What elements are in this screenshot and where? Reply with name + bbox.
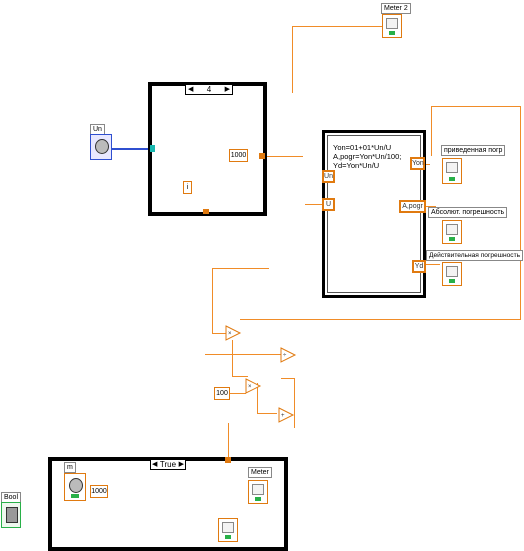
wire <box>212 268 213 333</box>
formula-output-yd: Yd <box>412 260 426 273</box>
meter-icon <box>446 266 458 277</box>
reduced-error-label: приведенная погр <box>441 145 506 156</box>
case-selector-bottom[interactable]: ◀ True ▶ <box>150 459 186 470</box>
tunnel <box>259 153 265 159</box>
constant-100[interactable]: 100 <box>214 387 230 400</box>
meter-label: Meter <box>248 467 272 478</box>
toggle-icon <box>6 507 18 523</box>
case-selector-value: True <box>159 460 177 469</box>
wire <box>232 376 248 377</box>
wire <box>230 393 246 394</box>
svg-text:×: × <box>248 384 252 390</box>
reduced-error-indicator[interactable] <box>442 158 462 184</box>
m-control[interactable] <box>64 473 86 501</box>
un-control[interactable] <box>90 134 112 160</box>
meter-icon <box>446 224 458 235</box>
wire <box>212 333 226 334</box>
meter-icon <box>252 484 264 495</box>
output-indicator[interactable] <box>218 518 238 542</box>
wire <box>431 106 432 156</box>
increment-arrow-icon[interactable]: ▶ <box>224 86 230 93</box>
divide-node <box>280 347 297 363</box>
meter2-indicator[interactable] <box>382 14 402 38</box>
add-node <box>278 407 295 423</box>
tunnel <box>203 209 209 214</box>
led-icon <box>71 494 79 498</box>
wire <box>232 340 233 376</box>
tunnel <box>225 457 231 463</box>
actual-error-indicator[interactable] <box>442 262 462 286</box>
led-icon <box>449 279 455 283</box>
absolute-error-indicator[interactable] <box>442 220 462 244</box>
decrement-arrow-icon[interactable]: ◀ <box>188 86 194 93</box>
wire <box>205 354 281 355</box>
constant-1000-bottom[interactable]: 1000 <box>90 485 108 498</box>
meter-icon <box>446 162 458 173</box>
wire <box>281 378 295 379</box>
formula-text: Yon=01+01*Un/U A,pogr=Yon*Un/100; Yd=Yon… <box>333 143 402 170</box>
meter-icon <box>386 18 398 29</box>
meter-indicator[interactable] <box>248 480 268 504</box>
bool-control[interactable] <box>1 502 21 528</box>
wire <box>431 106 521 107</box>
wire <box>263 156 303 157</box>
tunnel-blue <box>150 145 155 152</box>
formula-output-apogr: A,pogr <box>399 200 426 213</box>
multiply-node <box>245 378 262 394</box>
formula-input-un: Un <box>322 170 335 183</box>
formula-node-inner <box>327 135 421 293</box>
knob-icon <box>95 139 109 154</box>
wire-blue <box>110 148 152 150</box>
wire <box>292 26 293 93</box>
wire <box>305 204 323 205</box>
led-icon <box>255 497 261 501</box>
led-icon <box>449 237 455 241</box>
wire <box>212 268 269 269</box>
wire <box>292 26 382 27</box>
svg-text:÷: ÷ <box>283 353 287 359</box>
case-selector-top[interactable]: ◀ 4 ▶ <box>185 84 233 95</box>
wire <box>240 319 521 320</box>
meter2-label: Meter 2 <box>381 3 411 14</box>
led-icon <box>449 177 455 181</box>
wire <box>257 383 258 413</box>
absolute-error-label: Абсолют. погрешность <box>428 207 508 218</box>
wire <box>257 413 277 414</box>
knob-icon <box>69 478 83 493</box>
wire <box>294 378 295 428</box>
led-icon <box>225 535 231 539</box>
wire <box>520 106 521 320</box>
m-label: m <box>64 462 76 473</box>
wire <box>228 423 229 458</box>
case-selector-value: 4 <box>206 85 212 94</box>
meter-icon <box>222 522 234 533</box>
iteration-terminal: i <box>183 181 192 194</box>
decrement-arrow-icon[interactable]: ◀ <box>152 461 158 468</box>
actual-error-label: Действительная погрешность <box>426 250 524 261</box>
svg-text:+: + <box>281 413 285 419</box>
svg-text:×: × <box>228 331 232 337</box>
formula-output-yon: Yon <box>410 157 425 170</box>
formula-input-u: U <box>322 198 335 211</box>
increment-arrow-icon[interactable]: ▶ <box>178 461 184 468</box>
multiply-node <box>225 325 242 341</box>
led-icon <box>389 31 395 35</box>
constant-1000[interactable]: 1000 <box>229 149 248 162</box>
case-structure-bottom[interactable] <box>48 457 288 551</box>
